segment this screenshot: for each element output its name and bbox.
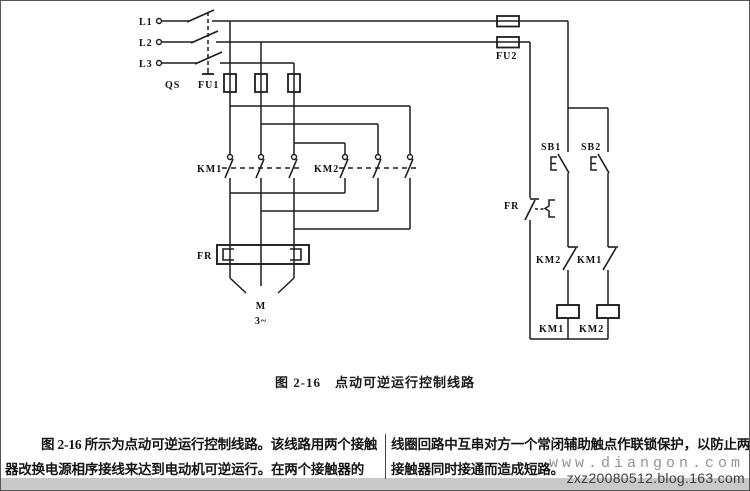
label-fr-ctrl: FR — [504, 201, 519, 212]
label-km1-coil: KM1 — [539, 324, 564, 335]
label-qs: QS — [165, 80, 180, 91]
km2-coil — [596, 304, 620, 319]
fr-actuator-bracket — [543, 199, 555, 218]
text-column-right: 线圈回路中互串对方一个常闭辅助触点作联锁保护，以防止两 接触器同时接通而造成短路… — [391, 432, 749, 482]
column-divider — [385, 434, 386, 479]
fu2-fuse-2 — [496, 36, 520, 49]
label-motor-m: M — [256, 301, 266, 312]
power-input-section — [155, 9, 568, 75]
paragraph-line: 图 2-16 所示为点动可逆运行控制线路。该线路用两个接触 — [41, 437, 378, 452]
fr-heater-left — [222, 248, 234, 261]
fu2-fuse-symbols — [496, 15, 520, 49]
label-fu1: FU1 — [198, 80, 219, 91]
label-motor-phase: 3~ — [255, 316, 267, 327]
l2-terminal-dot — [155, 38, 163, 46]
km2-interlock-contact — [562, 246, 578, 271]
fu1-fuse-2 — [254, 73, 268, 93]
label-km1-main: KM1 — [197, 164, 222, 175]
label-km2-main: KM2 — [314, 164, 339, 175]
qs-linkage — [202, 12, 214, 75]
fu1-fuse-3 — [287, 73, 301, 93]
fu2-fuse-1 — [496, 15, 520, 28]
main-circuit-wires — [229, 21, 411, 154]
text-column-left: 图 2-16 所示为点动可逆运行控制线路。该线路用两个接触 器改换电源相序接线来… — [5, 432, 382, 482]
km1-main-contacts — [222, 153, 302, 179]
watermark-blog: zxz20080512.blog.163.com — [566, 470, 745, 486]
sb1-pushbutton — [550, 153, 570, 174]
fu1-fuse-symbols — [223, 73, 301, 93]
circuit-schematic: L1 L2 L3 QS FU1 FU2 KM1 KM2 FR M 3~ SB1 … — [139, 9, 620, 340]
label-km2-coil: KM2 — [579, 324, 604, 335]
fr-nc-contact — [524, 198, 555, 221]
paragraph-line: 器改换电源相序接线来达到电动机可逆运行。在两个接触器的 — [5, 462, 365, 477]
label-sb2: SB2 — [581, 142, 601, 153]
paragraph-line: 线圈回路中互串对方一个常闭辅助触点作联锁保护，以防止两 — [391, 437, 749, 452]
label-km2-interlock: KM2 — [536, 255, 561, 266]
km2-main-contacts — [339, 153, 417, 179]
label-l1: L1 — [139, 17, 153, 28]
label-fu2: FU2 — [496, 51, 517, 62]
phase-crossover-wires — [229, 178, 411, 286]
km1-coil — [556, 304, 580, 319]
fr-thermal-relay — [216, 244, 310, 265]
motor-symbol — [229, 277, 295, 294]
paragraph-line: 接触器同时接通而造成短路。 — [391, 462, 564, 477]
fr-heater-right — [290, 248, 302, 261]
l3-terminal-dot — [155, 59, 163, 67]
l1-terminal-dot — [155, 17, 163, 25]
label-l3: L3 — [139, 59, 153, 70]
label-sb1: SB1 — [541, 142, 561, 153]
km1-interlock-contact — [602, 246, 618, 271]
scan-gray-band — [1, 478, 749, 490]
sb2-pushbutton — [590, 153, 610, 174]
label-km1-interlock: KM1 — [577, 255, 602, 266]
qs-switch-blades — [186, 9, 223, 65]
figure-caption: 图 2-16 点动可逆运行控制线路 — [274, 375, 476, 390]
label-l2: L2 — [139, 38, 153, 49]
control-circuit-wires — [529, 21, 609, 340]
watermark-site: www.diangon.com — [548, 455, 744, 472]
fu1-fuse-1 — [223, 73, 237, 93]
label-fr-main: FR — [197, 251, 212, 262]
